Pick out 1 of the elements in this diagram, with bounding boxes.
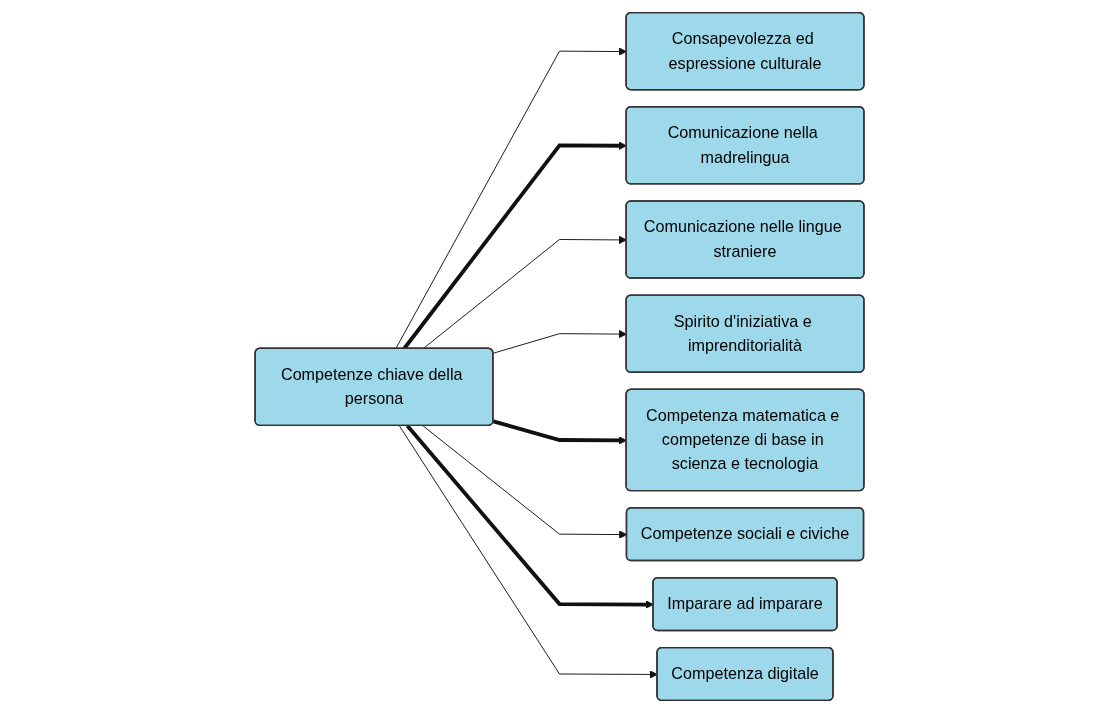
arrow bbox=[492, 419, 627, 445]
